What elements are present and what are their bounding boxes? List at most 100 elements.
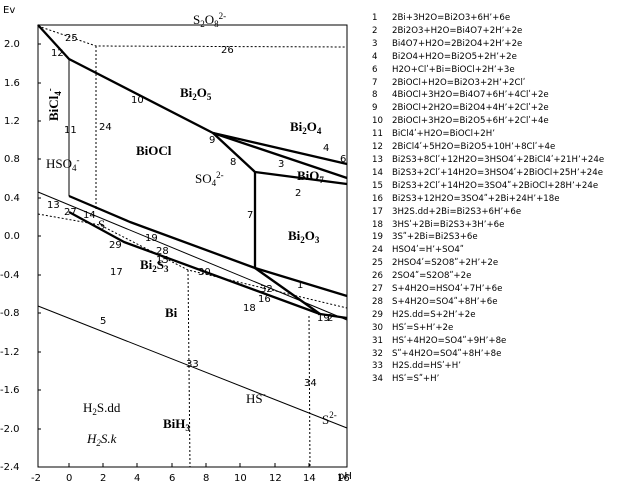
field-s2o8: S2O82- <box>193 11 226 29</box>
reaction-number: 16 <box>372 193 383 204</box>
y-tick-label: -2.4 <box>0 462 20 473</box>
reaction-equation: 2BiOCl+H2O=Bi2O3+2Hʼ+2Clʹ <box>392 77 526 88</box>
reaction-equation: HSʹ=S+Hʼ+2e <box>392 322 454 333</box>
reaction-item: 24 HSO4ʹ=Hʼ+SO4ʺ <box>372 244 638 257</box>
reaction-number: 8 <box>372 90 378 101</box>
line-label: 5 <box>100 316 106 327</box>
reaction-equation: 2HSO4ʹ=S2O8ʺ+2Hʼ+2e <box>392 258 499 269</box>
field-bih3: BiH3 <box>163 416 190 433</box>
line-label: 27 <box>64 207 77 218</box>
line-label: 6 <box>340 154 346 165</box>
field-hs: HS- <box>246 389 266 406</box>
line-label: 7 <box>247 210 253 221</box>
reaction-equation: Bi2S3+2Clʹ+14H2O=3SO4ʺ+2BiOCl+28Hʼ+24e <box>392 180 599 191</box>
line-number-labels: 25 26 12 10 11 24 9 8 3 4 6 2 13 27 14 7… <box>47 33 346 389</box>
line-label: 16 <box>258 294 271 305</box>
reaction-item: 8 4BiOCl+3H2O=Bi4O7+6Hʼ+4Clʹ+2e <box>372 89 638 102</box>
reaction-number: 24 <box>372 245 383 256</box>
line-label: 9 <box>209 135 215 146</box>
field-bi2o4: Bi2O4 <box>290 119 322 136</box>
field-bi2o5: Bi2O5 <box>180 85 212 102</box>
line-1-16 <box>254 267 321 315</box>
reaction-equation: 2SO4ʺ=S2O8ʺ+2e <box>392 271 472 282</box>
line-13-15 <box>68 194 348 298</box>
reaction-number: 12 <box>372 142 383 153</box>
reaction-equation: Sʺ+4H2O=SO4ʺ+8Hʼ+8e <box>392 348 502 359</box>
reaction-equation: HSʹ+4H2O=SO4ʺ+9Hʼ+8e <box>392 335 507 346</box>
dashed-boundaries <box>37 25 348 468</box>
field-h2s-k: H2S.k <box>86 431 117 448</box>
reaction-item: 18 3HSʹ+2Bi=Bi2S3+3Hʼ+6e <box>372 219 638 232</box>
line-label: 29 <box>109 240 122 251</box>
reaction-number: 7 <box>372 77 378 88</box>
x-tick-label: 0 <box>66 473 72 484</box>
y-tick-label: 0.8 <box>4 154 20 165</box>
field-biocl: BiOCl <box>136 143 172 158</box>
lower-water-line <box>37 305 348 429</box>
reaction-equation: HSO4ʹ=Hʼ+SO4ʺ <box>392 245 464 256</box>
y-tick-label: 1.2 <box>4 116 20 127</box>
reaction-number: 19 <box>372 232 383 243</box>
field-h2s-dd: H2S.dd <box>83 400 121 417</box>
reaction-number: 2 <box>372 25 378 36</box>
reaction-item: 7 2BiOCl+H2O=Bi2O3+2Hʼ+2Clʹ <box>372 77 638 90</box>
reaction-number: 28 <box>372 296 383 307</box>
line-label: 32 <box>260 284 273 295</box>
line-12-10 <box>37 24 348 180</box>
line-label: 11 <box>64 125 77 136</box>
y-tick-label: -1.6 <box>0 385 20 396</box>
reaction-equation: H2O+Clʹ+Bi=BiOCl+2Hʼ+3e <box>392 64 515 75</box>
upper-water-line <box>37 191 348 321</box>
reaction-equation: 3HSʹ+2Bi=Bi2S3+3Hʼ+6e <box>392 219 505 230</box>
line-label: 33 <box>186 359 199 370</box>
reaction-number: 18 <box>372 219 383 230</box>
line-label: 14 <box>83 210 96 221</box>
line-label: 12 <box>51 48 64 59</box>
reaction-equation: 3H2S.dd+2Bi=Bi2S3+6Hʼ+6e <box>392 206 522 217</box>
reaction-number: 17 <box>372 206 383 217</box>
field-bicl4: BiCl4- <box>45 88 63 121</box>
x-tick-label: 4 <box>134 473 140 484</box>
reaction-equation: S+4H2O=SO4ʺ+8Hʼ+6e <box>392 296 498 307</box>
line-label: 24 <box>99 122 112 133</box>
reaction-number: 14 <box>372 167 383 178</box>
reaction-number: 33 <box>372 361 383 372</box>
field-so4: SO42- <box>195 170 224 188</box>
reaction-equation: 2BiCl4ʹ+5H2O=Bi2O5+10Hʼ+8Clʹ+4e <box>392 142 556 153</box>
x-axis-label: pH <box>338 471 352 482</box>
y-tick-label: -0.4 <box>0 270 20 281</box>
reaction-number: 29 <box>372 309 383 320</box>
reaction-equation: 4BiOCl+3H2O=Bi4O7+6Hʼ+4Clʹ+2e <box>392 90 549 101</box>
x-tick-label: 14 <box>303 473 316 484</box>
reaction-item: 25 2HSO4ʹ=S2O8ʺ+2Hʼ+2e <box>372 257 638 270</box>
reaction-number: 25 <box>372 258 383 269</box>
reaction-item: 14 Bi2S3+2Clʹ+14H2O=3HSO4ʹ+2BiOCl+25Hʼ+24… <box>372 167 638 180</box>
x-tick-label: 8 <box>203 473 209 484</box>
line-label: 2 <box>327 313 333 324</box>
reaction-equation: S+4H2O=HSO4ʹ+7Hʼ+6e <box>392 284 503 295</box>
line-label: 34 <box>304 378 317 389</box>
x-ticks: -2 0 2 4 6 8 10 12 14 16 <box>31 463 350 484</box>
sulfur-boundary <box>37 213 348 309</box>
reaction-equation: H2S.dd=HSʹ+Hʼ <box>392 361 461 372</box>
line-label: 30 <box>198 267 211 278</box>
reaction-item: 12 2BiCl4ʹ+5H2O=Bi2O5+10Hʼ+8Clʹ+4e <box>372 141 638 154</box>
s2o8-boundary <box>37 25 348 48</box>
reaction-equation: Bi2S3+2Clʹ+14H2O=3HSO4ʹ+2BiOCl+25Hʼ+24e <box>392 167 604 178</box>
y-tick-label: -0.8 <box>0 308 20 319</box>
line-9-4 <box>212 131 348 166</box>
reaction-number: 1 <box>372 13 378 23</box>
line-label: 2 <box>295 188 301 199</box>
y-tick-label: 0.4 <box>4 193 20 204</box>
line-label: 4 <box>323 143 329 154</box>
line-label: 3 <box>278 159 284 170</box>
